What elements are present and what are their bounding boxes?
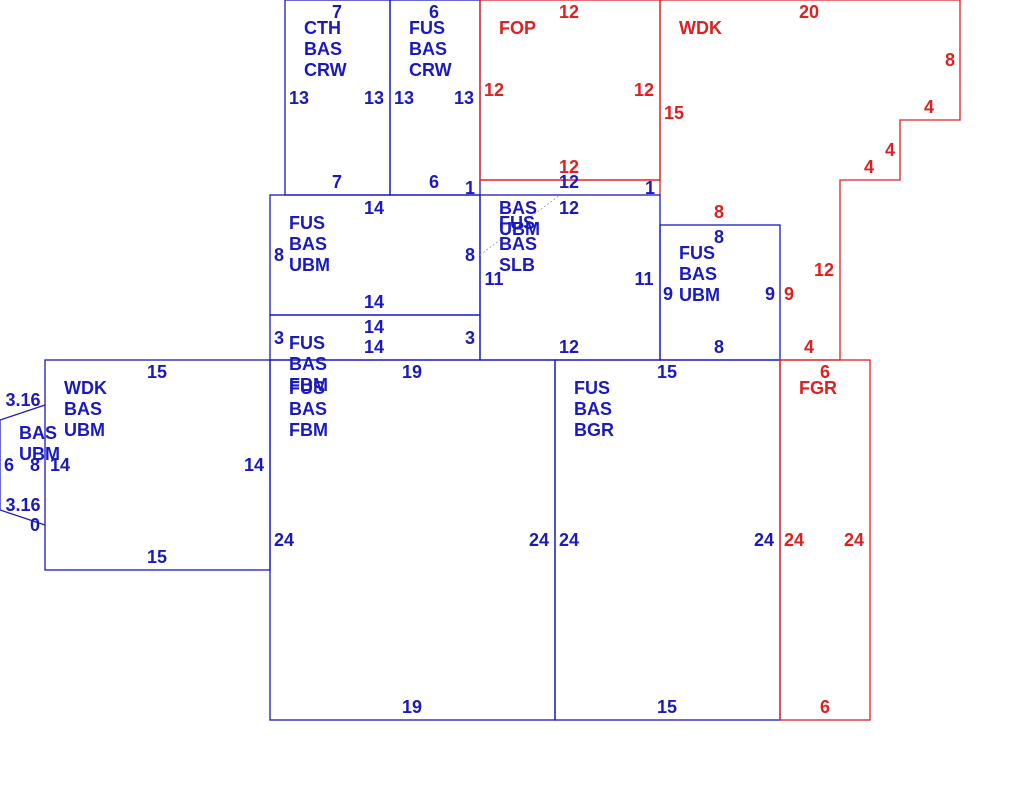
dim-ubm1-left: 8 [274,245,284,265]
dim-fbm1-right: 3 [465,328,475,348]
dim-fop-top: 12 [559,2,579,22]
dim-crw-top: 6 [429,2,439,22]
dim-wdk-notch-right: 9 [784,284,794,304]
label-fgr: FGR [799,378,837,398]
dim-cth-bottom: 7 [332,172,342,192]
label-fus-bas-fbm-lower: FUS BAS FBM [289,378,332,440]
dim-fbm1-top: 14 [364,317,384,337]
dim-wdk-left: 15 [664,103,684,123]
dim-wdk2-bottom: 15 [147,547,167,567]
area-outlines [0,0,961,721]
dim-bay-diag-top: 3.16 [5,390,40,410]
dim-fbm1-bottom: 14 [364,337,384,357]
dim-fgr-bottom: 6 [820,697,830,717]
label-bas-ubm-bay: BAS UBM [19,423,62,464]
dim-fgr-top: 6 [820,362,830,382]
outline-fgr [779,359,871,721]
label-fop: FOP [499,18,536,38]
dim-ubm2-top: 8 [714,227,724,247]
dim-wdk-bottom: 4 [804,337,814,357]
dim-wdk-step-1: 4 [924,97,934,117]
dim-bay-zero: 0 [30,515,40,535]
label-fus-bas-fbm-upper: FUS BAS FBM [289,333,332,395]
dim-wdk2-top: 15 [147,362,167,382]
label-cth-bas-crw: CTH BAS CRW [304,18,347,80]
dim-fbm2-right: 24 [529,530,549,550]
dim-ubm2-right: 9 [765,284,775,304]
dim-bay-left: 6 [4,455,14,475]
dim-bay-right: 8 [30,455,40,475]
dim-bgr-top: 15 [657,362,677,382]
dim-ubm2-left: 9 [663,284,673,304]
label-wdk-top: WDK [679,18,722,38]
dim-crw-right: 13 [454,88,474,108]
dim-bgr-left: 24 [559,530,579,550]
dim-fop-left: 12 [484,80,504,100]
dim-ubm2-bottom: 8 [714,337,724,357]
dim-bay-diag-bottom: 3.16 [5,495,40,515]
dim-fop-bottom: 12 [559,157,579,177]
dim-cth-top: 7 [332,2,342,22]
dim-fop-right: 12 [634,80,654,100]
label-fus-bas-ubm-left: FUS BAS UBM [289,213,332,275]
slb-diagonal [479,194,561,256]
outline-bay [0,404,46,526]
dim-ubm1-top: 14 [364,198,384,218]
dim-cth-left: 13 [289,88,309,108]
dim-slb-top-a: 12 [559,172,579,192]
dim-slb-left: 11 [484,269,503,289]
dim-ubm1-bottom: 14 [364,292,384,312]
dim-fgr-right: 24 [844,530,864,550]
dim-bgr-right: 24 [754,530,774,550]
label-fus-bas-slb: FUS BAS SLB [499,213,542,275]
dim-wdk-notch-top: 8 [714,202,724,222]
label-bas-ubm-overlap: BAS UBM [499,198,542,239]
dim-wdk-step-3: 4 [864,157,874,177]
dim-wdk-right-lower: 12 [814,260,834,280]
dim-cth-right: 13 [364,88,384,108]
dim-fbm2-left: 24 [274,530,294,550]
dim-wdk-step-2: 4 [885,140,895,160]
label-wdk-bas-ubm: WDK BAS UBM [64,378,112,440]
dim-bgr-bottom: 15 [657,697,677,717]
dim-slb-bottom: 12 [559,337,579,357]
dim-fbm2-top: 19 [402,362,422,382]
dim-fgr-left: 24 [784,530,804,550]
outline-wdk-top [660,0,961,361]
dim-wdk2-right: 14 [244,455,264,475]
dim-wdk2-left: 14 [50,455,70,475]
dim-slb-right: 11 [634,269,653,289]
dim-fbm1-left: 3 [274,328,284,348]
label-fus-bas-ubm-right: FUS BAS UBM [679,243,722,305]
label-fus-bas-bgr: FUS BAS BGR [574,378,617,440]
dim-wdk-top: 20 [799,2,819,22]
dim-crw-bottom: 6 [429,172,439,192]
dim-wdk-right-upper: 8 [945,50,955,70]
dim-slb-top-b: 12 [559,198,579,218]
dimension-labels: 7 13 13 7 6 13 13 6 1 12 12 12 12 20 8 4… [4,2,955,717]
area-labels: CTH BAS CRW FUS BAS CRW FOP WDK FUS BAS … [19,18,837,464]
dim-crw-step: 1 [465,178,475,198]
dim-ubm1-right: 8 [465,245,475,265]
label-fus-bas-crw: FUS BAS CRW [409,18,452,80]
dim-crw-left: 13 [394,88,414,108]
dim-fbm2-bottom: 19 [402,697,422,717]
dim-slb-step: 1 [645,178,655,198]
